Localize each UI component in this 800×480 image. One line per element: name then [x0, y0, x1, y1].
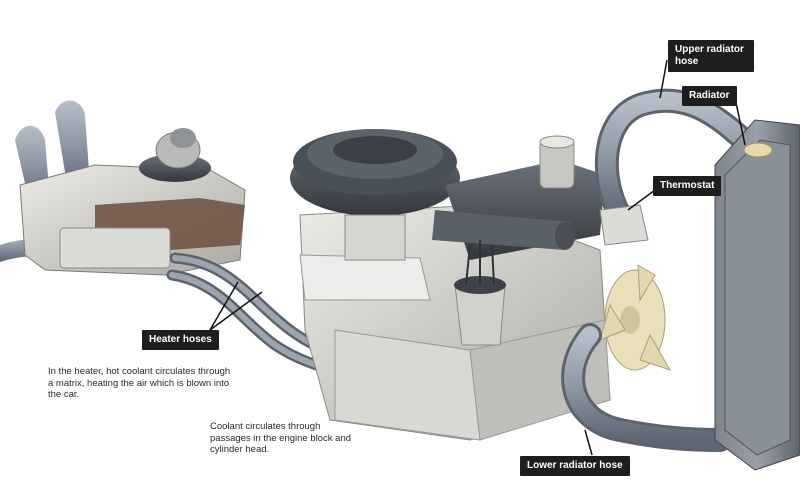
label-lower-radiator-hose: Lower radiator hose: [520, 456, 630, 476]
label-heater-hoses: Heater hoses: [142, 330, 219, 350]
leader-lines: [209, 59, 746, 456]
thermostat-housing: [599, 204, 649, 246]
distributor: [454, 240, 506, 346]
engine-block: [299, 204, 611, 441]
radiator: [714, 119, 800, 471]
air-cleaner: [290, 129, 460, 261]
heater-unit: [0, 100, 246, 276]
label-upper-radiator-hose: Upper radiator hose: [668, 40, 754, 72]
label-thermostat: Thermostat: [653, 176, 722, 196]
coolant-note: Coolant circulates through passages in t…: [210, 421, 352, 455]
upper-radiator-hose: [594, 88, 750, 227]
heater-note: In the heater, hot coolant circulates th…: [48, 366, 231, 400]
rocker-cover: [432, 135, 605, 260]
fan: [599, 264, 672, 371]
lower-radiator-hose: [561, 323, 732, 452]
label-radiator: Radiator: [682, 86, 737, 106]
